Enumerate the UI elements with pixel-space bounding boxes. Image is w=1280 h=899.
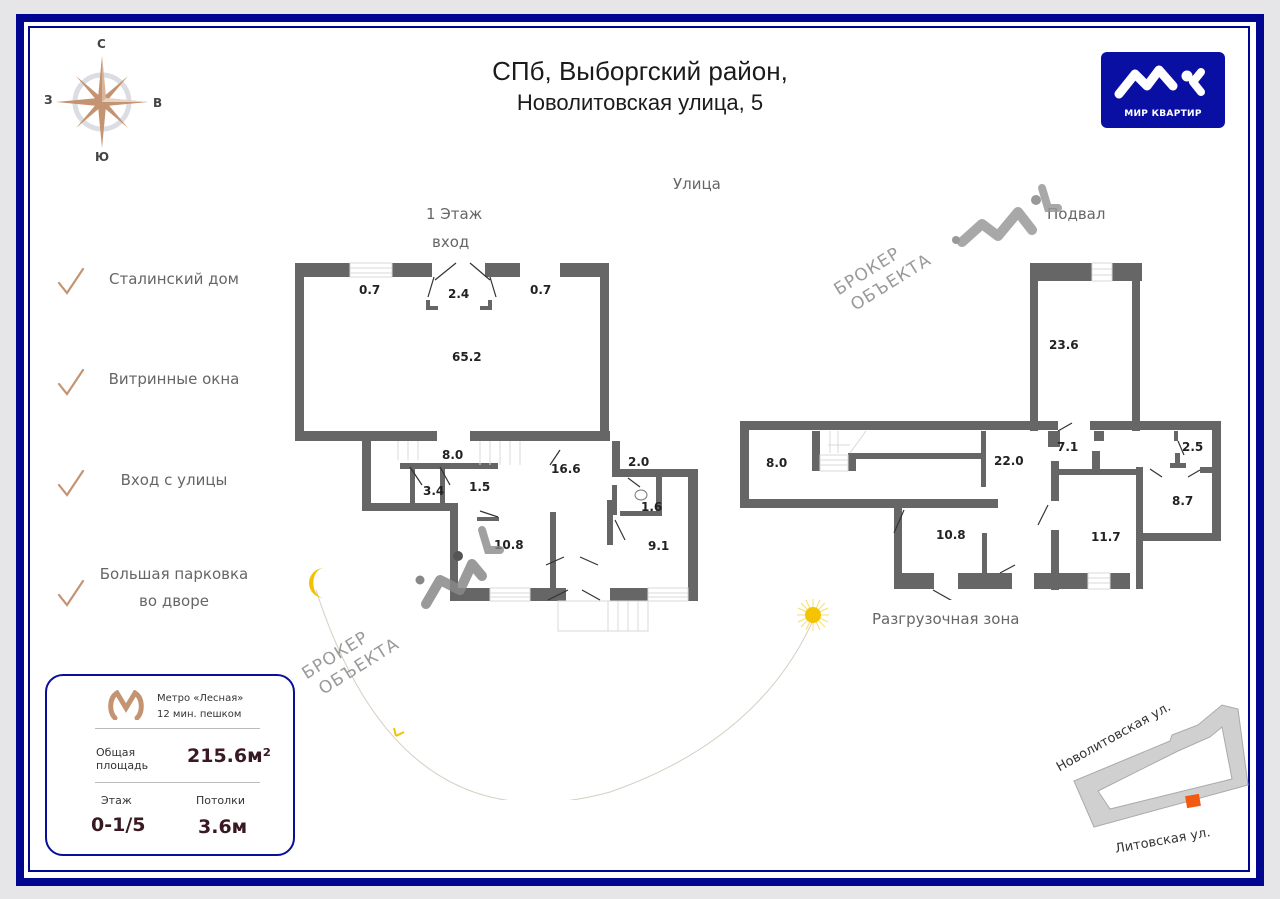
metro-station: Метро «Лесная» xyxy=(157,693,244,704)
room-area: 2.5 xyxy=(1182,440,1204,454)
area-label-line1: Общая xyxy=(96,746,136,759)
watermark-logo-icon xyxy=(415,526,504,609)
page-subtitle: Новолитовская улица, 5 xyxy=(516,90,764,115)
compass-rose xyxy=(40,34,170,164)
feature-item xyxy=(56,577,86,611)
compass-east-label: В xyxy=(153,96,163,110)
compass-icon xyxy=(56,56,148,148)
ceiling-value: 3.6м xyxy=(198,816,248,838)
feature-label: Витринные окна xyxy=(108,370,240,388)
unloading-zone-label: Разгрузочная зона xyxy=(872,610,1020,628)
room-area: 16.6 xyxy=(551,462,581,476)
area-label: Общая площадь xyxy=(96,746,148,772)
metro-icon xyxy=(108,690,144,720)
room-area: 1.5 xyxy=(469,480,491,494)
moon-icon xyxy=(309,568,324,598)
check-icon xyxy=(57,368,85,396)
room-area: 23.6 xyxy=(1049,338,1079,352)
feature-item xyxy=(56,265,86,299)
room-area: 8.0 xyxy=(442,448,464,462)
arrow-icon xyxy=(393,727,405,737)
compass-north-label: С xyxy=(97,37,106,51)
room-area: 11.7 xyxy=(1091,530,1121,544)
check-icon xyxy=(57,267,85,295)
room-area: 2.4 xyxy=(448,287,470,301)
room-area: 10.8 xyxy=(936,528,966,542)
sun-icon xyxy=(797,599,829,631)
floor-label: Этаж xyxy=(101,794,132,807)
check-icon xyxy=(57,579,85,607)
room-area: 9.1 xyxy=(648,539,670,553)
street-label: Улица xyxy=(673,175,721,193)
room-area: 0.7 xyxy=(359,283,381,297)
compass-south-label: Ю xyxy=(95,150,110,164)
floor1-title: 1 Этаж xyxy=(426,205,483,223)
room-area: 22.0 xyxy=(994,454,1024,468)
compass-west-label: З xyxy=(44,93,53,107)
ceiling-label: Потолки xyxy=(196,794,245,807)
watermark-logo-icon xyxy=(952,184,1062,247)
location-highlight xyxy=(1185,793,1201,809)
location-map xyxy=(1073,704,1249,828)
toilet-icon xyxy=(634,489,648,501)
info-card: Метро «Лесная» 12 мин. пешком Общая площ… xyxy=(45,674,295,856)
feature-item xyxy=(56,467,86,501)
feature-label-line1: Большая парковка xyxy=(99,565,249,583)
area-label-line2: площадь xyxy=(96,759,149,772)
divider xyxy=(95,782,260,783)
feature-label-line2: во дворе xyxy=(139,592,209,610)
feature-label: Сталинский дом xyxy=(109,270,239,288)
brand-logo: МИР КВАРТИР xyxy=(1101,52,1225,128)
logo-mark-icon xyxy=(1114,65,1205,99)
room-area: 7.1 xyxy=(1057,440,1079,454)
room-area: 2.0 xyxy=(628,455,650,469)
page-title: СПб, Выборгский район, xyxy=(492,56,788,86)
basement-plan xyxy=(740,262,1221,600)
logo-text: МИР КВАРТИР xyxy=(1124,109,1202,119)
divider xyxy=(95,728,260,729)
sun-path xyxy=(315,589,815,800)
floor-value: 0-1/5 xyxy=(91,814,146,836)
room-area: 65.2 xyxy=(452,350,482,364)
area-value: 215.6м² xyxy=(187,745,271,767)
room-area: 8.7 xyxy=(1172,494,1194,508)
room-area: 8.0 xyxy=(766,456,788,470)
floor1-plan xyxy=(295,262,698,632)
check-icon xyxy=(57,469,85,497)
feature-item xyxy=(56,366,86,400)
room-area: 1.6 xyxy=(641,500,663,514)
feature-label: Вход с улицы xyxy=(120,471,228,489)
room-area: 3.4 xyxy=(423,484,445,498)
metro-walk-time: 12 мин. пешком xyxy=(157,709,242,720)
entrance-label: вход xyxy=(432,233,470,251)
room-area: 0.7 xyxy=(530,283,552,297)
